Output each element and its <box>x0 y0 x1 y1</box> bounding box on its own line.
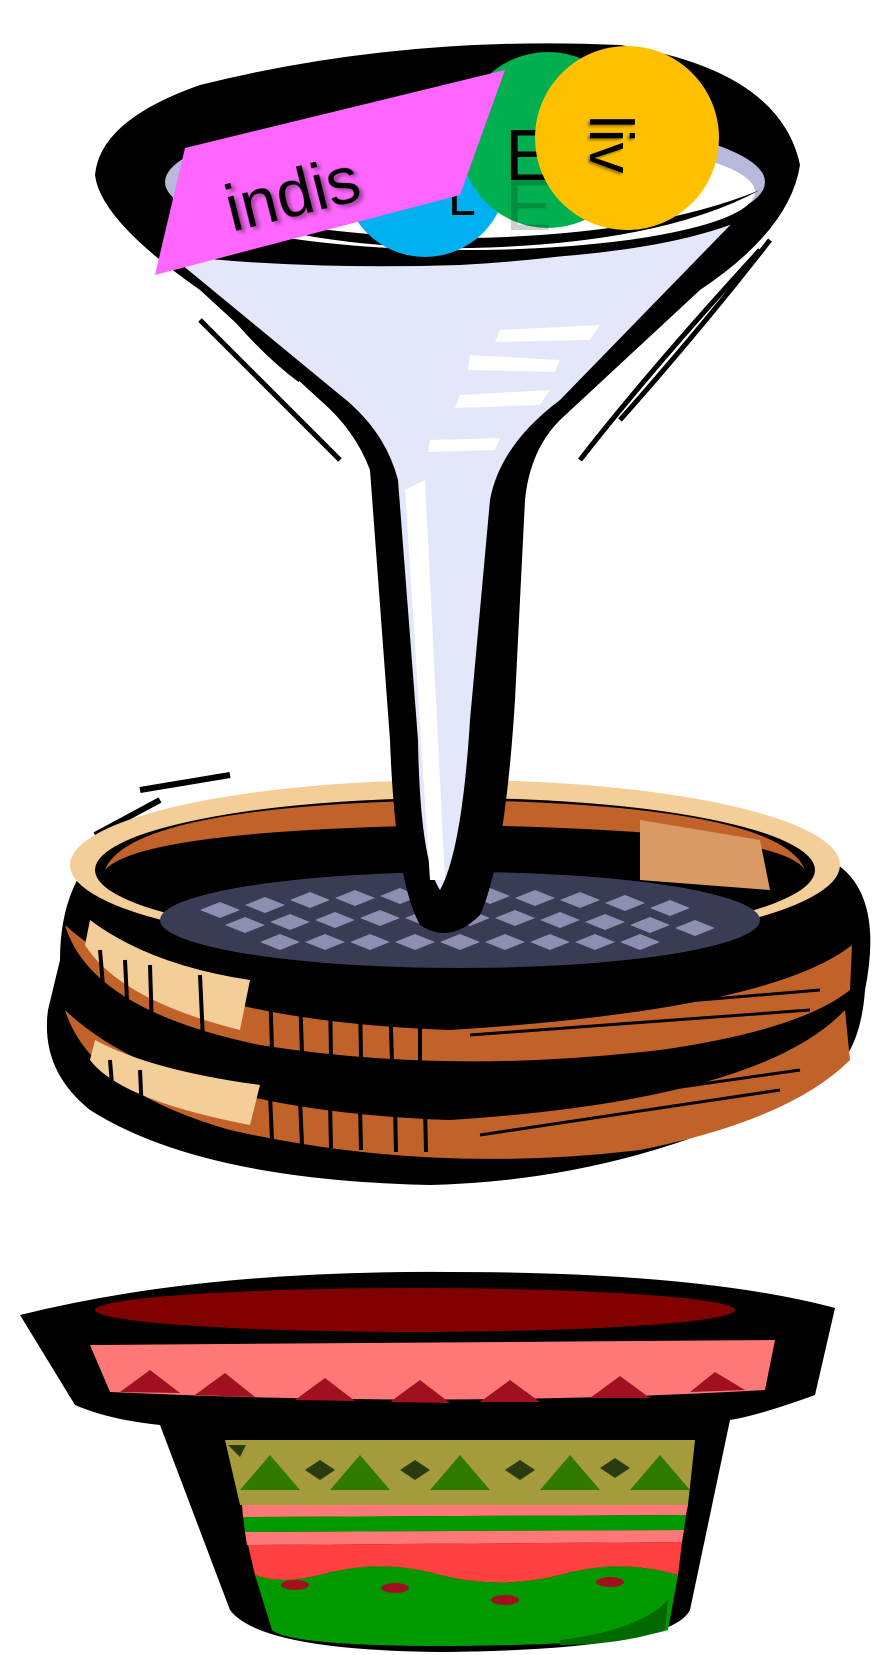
yellow-circle-label: liv <box>576 115 645 174</box>
pot-opening <box>95 1288 735 1332</box>
pot <box>20 1272 835 1652</box>
